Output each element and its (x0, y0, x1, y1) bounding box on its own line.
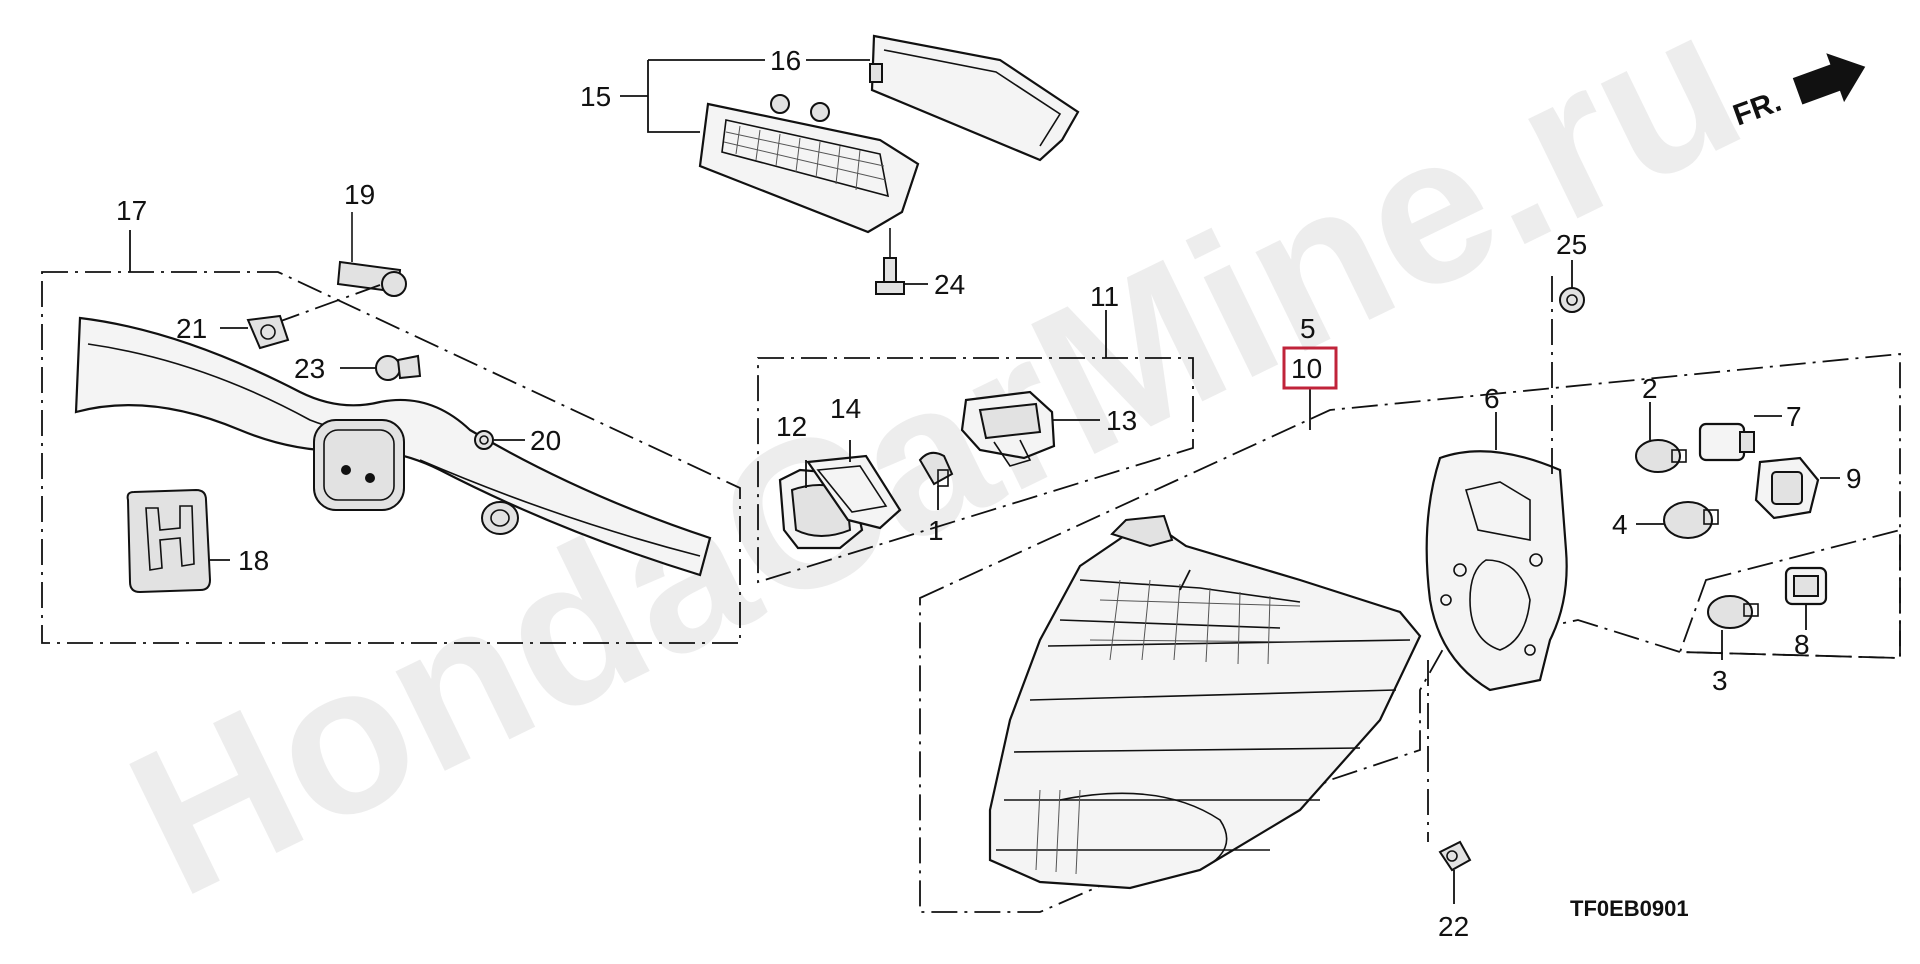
taillight-gasket (1425, 450, 1568, 692)
callout-19: 19 (344, 179, 375, 210)
callout-20: 20 (530, 425, 561, 456)
clip-23 (375, 354, 422, 381)
front-direction-label: FR. (1729, 85, 1786, 133)
taillight-assembly (988, 514, 1422, 890)
callout-8: 8 (1794, 629, 1810, 660)
socket-9 (1754, 456, 1820, 520)
callout-12: 12 (776, 411, 807, 442)
drawing-code: TF0EB0901 (1570, 896, 1689, 921)
callout-5: 5 (1300, 313, 1316, 344)
callout-9: 9 (1846, 463, 1862, 494)
callout-23: 23 (294, 353, 325, 384)
bulb-1 (918, 451, 954, 487)
bulb-4 (1663, 501, 1719, 539)
callout-11: 11 (1090, 281, 1119, 312)
callout-1: 1 (928, 515, 944, 546)
group-3-8-outline (1678, 528, 1901, 659)
front-direction-arrow: FR. (1729, 53, 1866, 133)
callout-25: 25 (1556, 229, 1587, 260)
honda-emblem (126, 488, 212, 594)
high-mount-stop-light (698, 94, 920, 234)
nut-20 (474, 430, 494, 450)
group-17-outline (41, 271, 741, 644)
callout-15: 15 (580, 81, 611, 112)
license-light-lens (806, 454, 902, 530)
callout-7: 7 (1786, 401, 1802, 432)
nut-25 (1559, 287, 1585, 313)
socket-8 (1784, 566, 1828, 606)
callout-18: 18 (238, 545, 269, 576)
tailgate-garnish (74, 316, 712, 577)
high-mount-light-cover (869, 34, 1080, 162)
socket-7 (1698, 422, 1755, 462)
clip-21 (246, 314, 290, 350)
bulb-2 (1635, 439, 1687, 473)
callout-10: 10 (1291, 353, 1322, 384)
callout-2: 2 (1642, 373, 1658, 404)
callout-16: 16 (770, 45, 801, 76)
socket-13 (960, 390, 1056, 467)
callout-3: 3 (1712, 665, 1728, 696)
bolt-19 (336, 212, 407, 297)
bulb-3 (1707, 595, 1759, 629)
callout-22: 22 (1438, 911, 1469, 942)
highlight-box-10 (1282, 346, 1338, 390)
callout-6: 6 (1484, 383, 1500, 414)
callout-13: 13 (1106, 405, 1137, 436)
callout-24: 24 (934, 269, 965, 300)
screw-24 (875, 228, 905, 295)
callout-21: 21 (176, 313, 207, 344)
clip-22 (1438, 840, 1472, 872)
group-11-outline (757, 357, 1194, 584)
callout-14: 14 (830, 393, 861, 424)
callout-17: 17 (116, 195, 147, 226)
callout-4: 4 (1612, 509, 1628, 540)
